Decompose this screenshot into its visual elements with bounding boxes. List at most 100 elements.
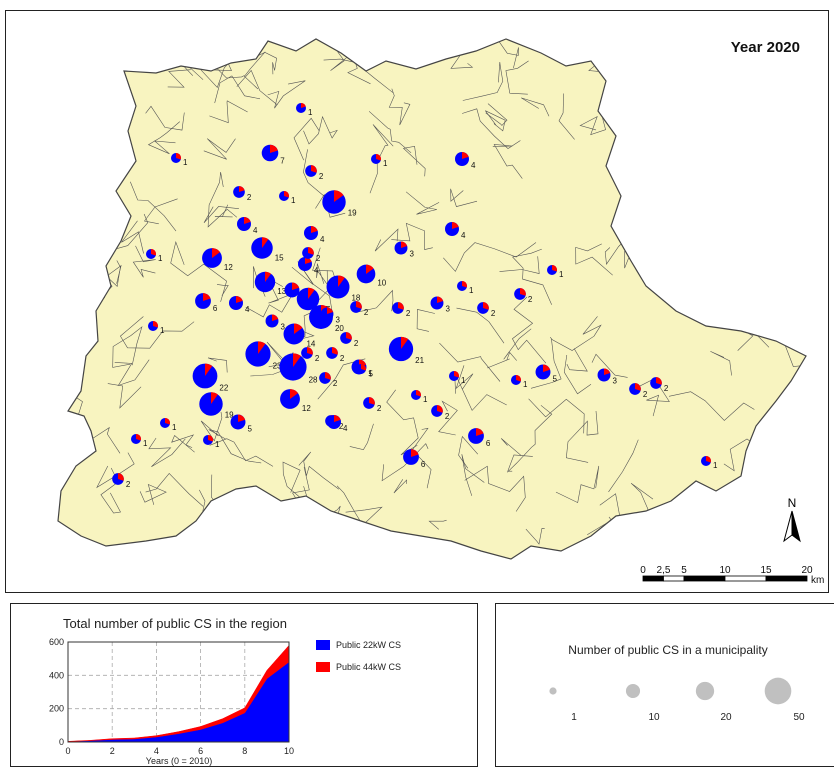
municipality-pie[interactable]: 10 [356,264,387,288]
municipality-pie[interactable]: 1 [131,434,148,448]
municipality-pie[interactable]: 4 [455,152,476,170]
municipality-pie[interactable]: 23 [245,341,282,371]
municipality-pie[interactable]: 4 [304,226,325,244]
municipality-pie[interactable]: 2 [112,473,131,489]
scale-tick-label: 2,5 [657,565,671,576]
pie-slice-44kw [308,247,314,255]
municipality-pie[interactable]: 1 [171,153,188,167]
municipality-border [732,275,778,311]
pie-slice-44kw [165,418,171,425]
pie-slice-44kw [208,435,214,442]
municipality-pie[interactable]: 1 [449,371,466,385]
municipality-border [487,351,517,369]
municipality-pie[interactable]: 1 [146,248,163,263]
pie-slice-44kw [361,364,367,371]
pie-slice-44kw [238,414,246,422]
municipality-border [101,260,121,288]
municipality-pie[interactable]: 3 [394,241,415,259]
municipality-border [209,100,248,124]
municipality-pie[interactable]: 1 [203,435,220,449]
pie-count-label: 3 [445,304,450,313]
municipality-pie[interactable]: 1 [296,103,313,117]
municipality-pie[interactable]: 1 [371,153,388,168]
size-legend-label: 20 [720,712,732,723]
municipality-pie[interactable]: 2 [392,302,411,318]
pie-slice-44kw [376,153,382,161]
size-legend-circle [764,677,792,705]
municipality-pie[interactable]: 5 [535,364,558,384]
pie-count-label: 28 [309,376,318,385]
municipality-pie[interactable]: 2 [302,247,321,263]
pie-count-label: 5 [368,369,373,378]
municipality-pie[interactable]: 3 [597,368,618,386]
municipality-pie[interactable]: 4 [445,222,466,240]
municipality-pie[interactable]: 2 [350,301,369,317]
region-map[interactable]: 1172142119444134121510113517186422033214… [6,11,828,592]
municipality-pie[interactable]: 2 [319,372,338,388]
municipality-border [298,310,317,340]
municipality-pie[interactable]: 1 [547,265,564,279]
pie-slice-44kw [265,271,271,282]
municipality-pie[interactable]: 3 [430,296,451,314]
municipality-pie[interactable]: 2 [233,186,252,202]
chart-panel: Total number of public CS in the region … [10,603,478,767]
municipality-pie[interactable]: 6 [403,449,426,469]
municipality-pie[interactable]: 2 [650,377,669,393]
municipality-pie[interactable]: 1 [279,191,296,205]
municipality-pie[interactable]: 12 [280,389,311,413]
municipality-pie[interactable]: 18 [326,275,361,303]
municipality-pie[interactable]: 4 [327,415,348,433]
pie-slice-44kw [272,314,279,321]
municipality-pie[interactable]: 1 [511,375,528,389]
municipality-pie[interactable]: 1 [160,418,177,432]
municipality-pie[interactable]: 12 [202,248,233,272]
municipality-pie[interactable]: 7 [261,144,286,166]
municipality-pie[interactable]: 1 [356,364,373,378]
municipality-pie[interactable]: 1 [411,390,428,404]
municipality-pie[interactable]: 13 [254,271,287,296]
pie-count-label: 3 [280,322,285,331]
municipality-pie[interactable]: 19 [322,190,357,218]
municipality-border [121,220,144,254]
municipality-pie[interactable]: 3 [265,314,286,332]
scale-segment [642,575,664,582]
pie-count-label: 21 [415,356,424,365]
municipality-pie[interactable]: 1 [701,455,718,470]
municipality-pie[interactable]: 3 [320,307,341,325]
pie-count-label: 6 [421,460,426,469]
municipality-pie[interactable]: 2 [340,332,359,348]
municipality-pie[interactable]: 2 [301,347,320,363]
municipality-pie[interactable]: 2 [326,347,345,363]
municipality-pie[interactable]: 2 [431,405,450,421]
municipality-border [66,99,97,143]
municipality-pie[interactable]: 2 [305,165,324,181]
municipality-pie[interactable]: 19 [199,392,234,420]
municipality-pie[interactable]: 1 [457,280,474,295]
municipality-pie[interactable]: 6 [195,293,218,313]
municipality-pie[interactable]: 4 [237,217,258,235]
municipality-pie[interactable]: 22 [192,363,229,393]
municipality-border [443,242,537,272]
municipality-pie[interactable]: 2 [629,383,648,399]
municipality-border [439,342,501,382]
municipality-pie[interactable]: 5 [230,414,253,434]
municipality-pie[interactable]: 28 [279,353,318,385]
municipality-pie[interactable]: 6 [468,428,491,448]
municipality-pie[interactable]: 1 [148,321,165,335]
municipality-pie[interactable]: 2 [514,288,533,304]
municipality-pie[interactable]: 2 [477,302,496,318]
municipality-pie[interactable]: 21 [388,336,425,365]
municipality-pie[interactable]: 4 [298,257,319,275]
pie-slice-44kw [262,237,269,248]
x-tick-label: 4 [154,746,159,756]
municipality-border [203,138,236,160]
municipality-pie[interactable]: 4 [229,296,250,314]
municipality-pie[interactable]: 2 [363,397,382,413]
municipality-pie[interactable]: 15 [251,237,284,263]
x-tick-label: 0 [65,746,70,756]
pie-count-label: 2 [126,480,131,489]
pie-count-label: 18 [351,293,360,302]
pie-slice-44kw [706,455,712,463]
municipality-pie[interactable]: 14 [283,323,316,349]
